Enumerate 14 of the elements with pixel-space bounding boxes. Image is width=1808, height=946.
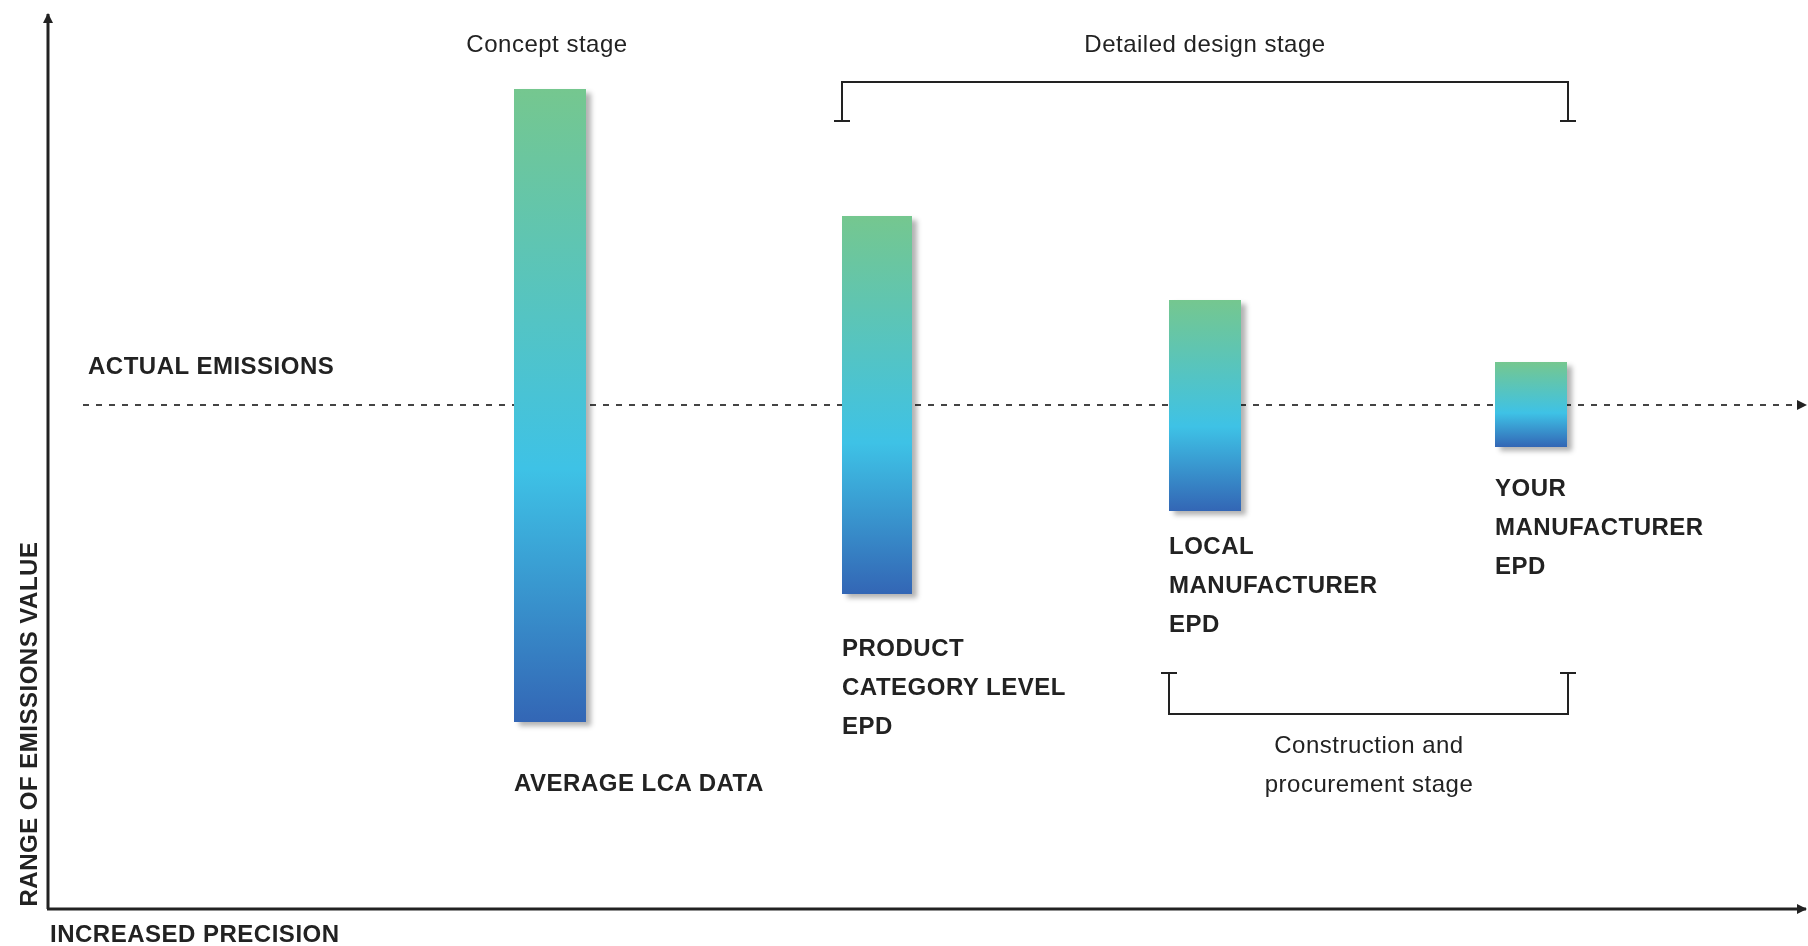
axis-label: INCREASED PRECISION (50, 919, 341, 946)
bar-label: AVERAGE LCA DATA (514, 768, 765, 798)
stage-label: Concept stage (465, 29, 629, 59)
stage-label: Detailed design stage (1083, 29, 1327, 59)
bar-label: YOUR MANUFACTURER EPD (1495, 473, 1705, 581)
range-bar (514, 89, 586, 722)
range-bar (1169, 300, 1241, 511)
bar-label: PRODUCT CATEGORY LEVEL EPD (842, 633, 1067, 741)
range-bar (1495, 362, 1567, 447)
bar-label: LOCAL MANUFACTURER EPD (1169, 531, 1379, 639)
reference-label: ACTUAL EMISSIONS (88, 351, 336, 381)
range-bar (842, 216, 912, 594)
axis-label: RANGE OF EMISSIONS VALUE (13, 540, 43, 907)
stage-label: Construction and procurement stage (1263, 730, 1475, 799)
